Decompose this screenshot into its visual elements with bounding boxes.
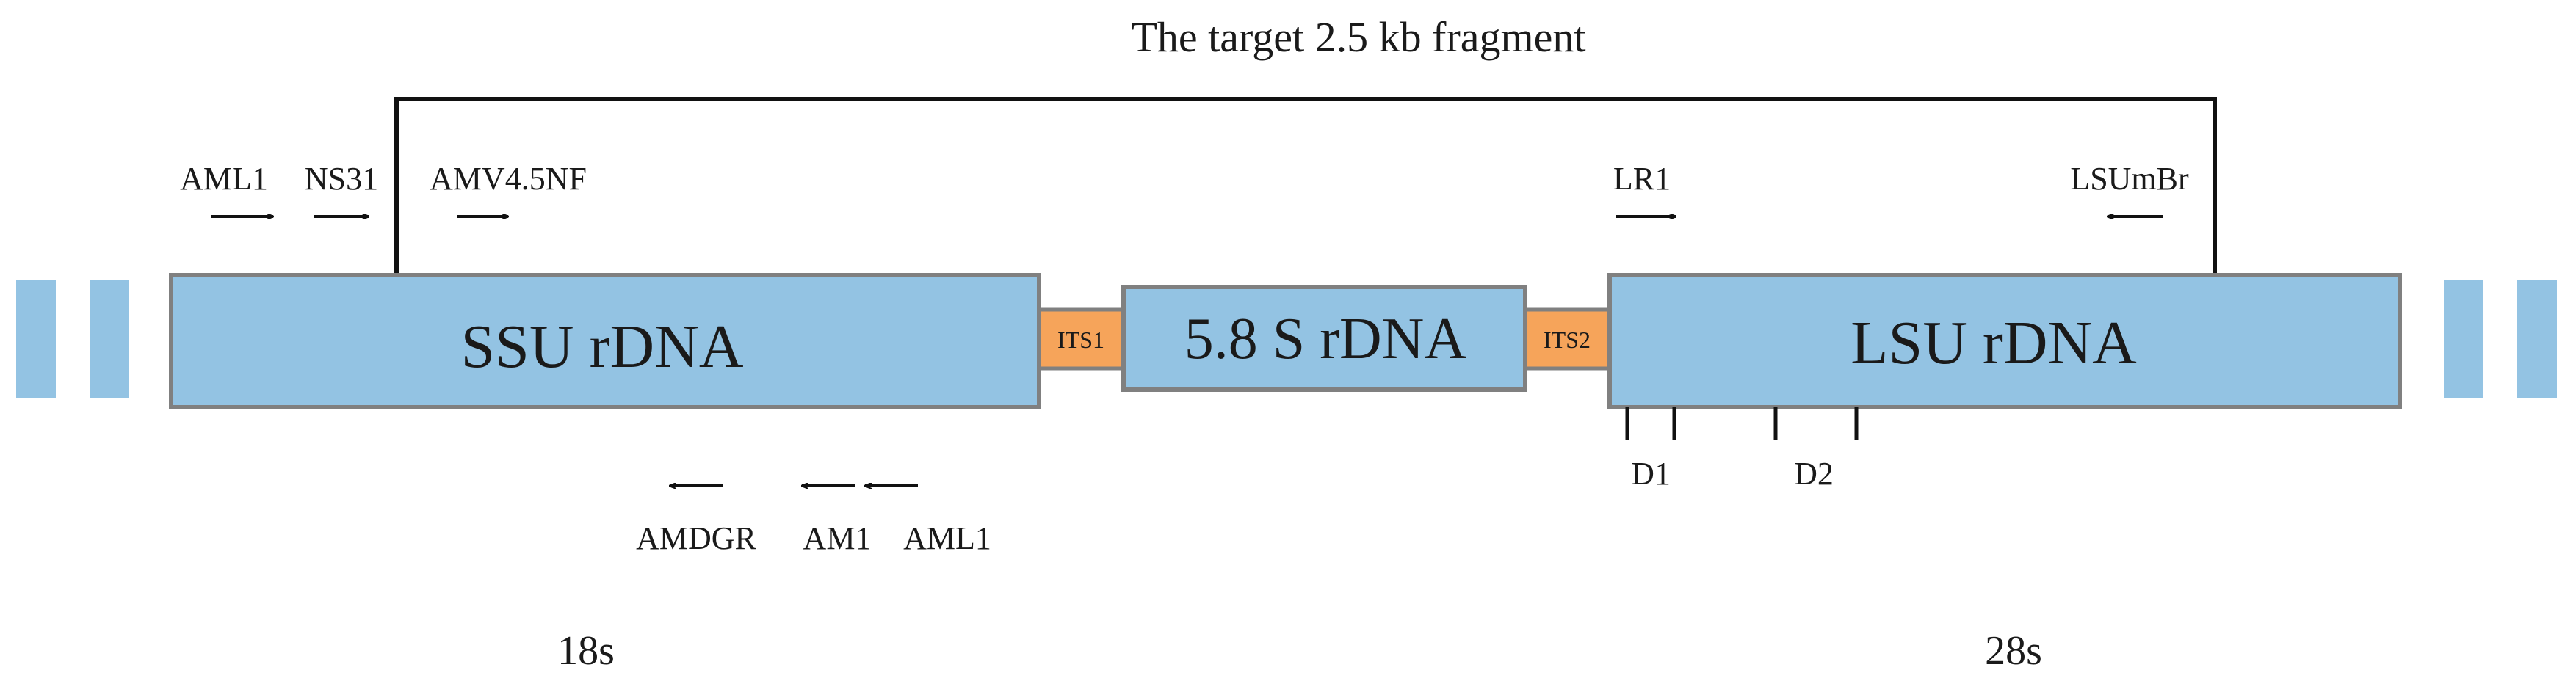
gene-label-18s: 18s bbox=[557, 628, 615, 674]
left-flank-segment-1 bbox=[16, 280, 56, 398]
primer-label-lsumbr: LSUmBr bbox=[2070, 161, 2189, 197]
primer-label-am1: AM1 bbox=[803, 520, 872, 556]
primer-label-amdgr: AMDGR bbox=[636, 520, 756, 556]
its1-label: ITS1 bbox=[1057, 327, 1104, 353]
d2-label: D2 bbox=[1794, 456, 1834, 492]
left-flank-segment-2 bbox=[90, 280, 129, 398]
primer-label-lr1: LR1 bbox=[1613, 161, 1671, 197]
target-fragment-bracket bbox=[394, 97, 2217, 277]
lsu-rdna-label: LSU rDNA bbox=[1850, 309, 2137, 377]
ssu-rdna-label: SSU rDNA bbox=[460, 313, 743, 381]
right-flank-segment-2 bbox=[2517, 280, 2557, 398]
its2-block bbox=[1523, 307, 1612, 371]
d1-label: D1 bbox=[1631, 456, 1671, 492]
diagram-title: The target 2.5 kb fragment bbox=[1132, 13, 1586, 61]
primer-label-amv4-5nf: AMV4.5NF bbox=[430, 161, 587, 197]
5-8s-rdna-label: 5.8 S rDNA bbox=[1184, 307, 1467, 371]
gene-label-28s: 28s bbox=[1985, 628, 2042, 674]
primer-label-ns31: NS31 bbox=[305, 161, 378, 197]
primer-label-aml1-reverse: AML1 bbox=[903, 520, 991, 556]
ssu-rdna-block bbox=[169, 273, 1041, 409]
right-flank-segment-1 bbox=[2444, 280, 2483, 398]
its2-label: ITS2 bbox=[1544, 327, 1591, 353]
5-8s-rdna-block bbox=[1121, 285, 1527, 392]
lsu-rdna-block bbox=[1607, 273, 2402, 409]
primer-label-aml1-forward: AML1 bbox=[180, 161, 268, 197]
